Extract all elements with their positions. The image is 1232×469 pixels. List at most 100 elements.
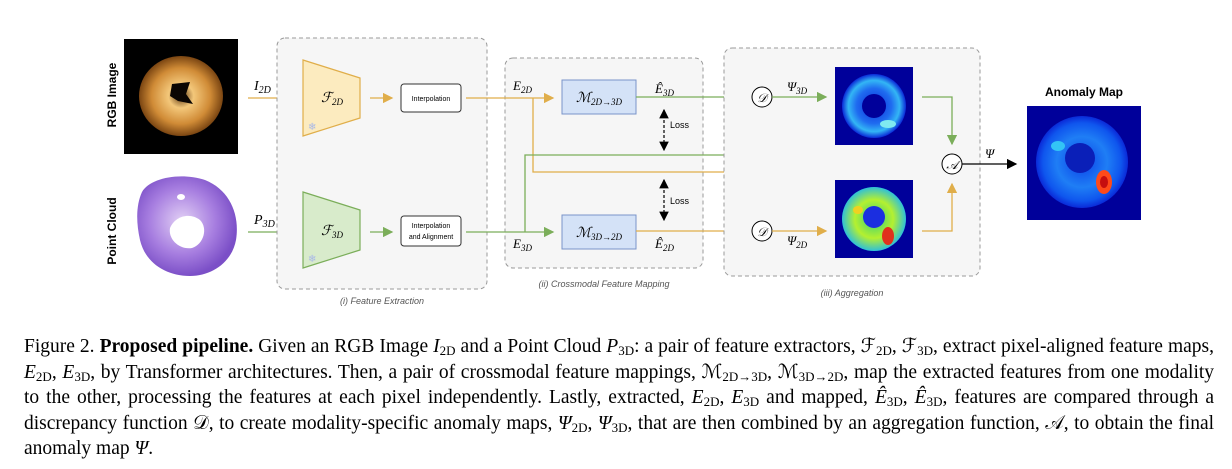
caption-math-sub: 3D xyxy=(611,420,628,435)
svg-text:E3D: E3D xyxy=(512,236,532,253)
input-pc-symbol: P xyxy=(253,213,263,228)
svg-text:Ê3D: Ê3D xyxy=(654,81,674,98)
caption-math: E xyxy=(691,387,704,408)
caption-math: Ψ xyxy=(597,413,612,434)
caption-text: and a Point Cloud xyxy=(460,336,602,357)
caption-text: Given an RGB Image xyxy=(258,336,429,357)
row-label-rgb: RGB Image xyxy=(105,62,119,127)
caption-math-sub: 3D xyxy=(917,343,934,358)
point-cloud-image xyxy=(137,176,237,276)
mapping-2d-to-3d-symbol: ℳ xyxy=(576,90,593,106)
input-rgb-sub: 2D xyxy=(259,85,272,96)
caption-math-sub: 3D→2D xyxy=(798,369,844,384)
caption-math-sub: 2D xyxy=(876,343,892,358)
psi-2d-sub: 2D xyxy=(796,240,808,250)
caption-math: Ψ xyxy=(557,413,572,434)
svg-text:Ψ2D: Ψ2D xyxy=(787,233,808,250)
svg-text:I2D: I2D xyxy=(253,79,272,96)
caption-text: , to obtain the final anomaly map xyxy=(24,413,1215,459)
aggregation-symbol: 𝒜 xyxy=(946,158,961,172)
section-crossmodal-mapping xyxy=(504,57,704,269)
extractor-2d-symbol: ℱ xyxy=(321,90,335,106)
psi-3d-symbol: Ψ xyxy=(787,79,798,94)
caption-math: ℳ xyxy=(777,360,799,383)
section-aggregation xyxy=(723,47,981,277)
caption-text: . xyxy=(148,438,154,459)
pipeline-diagram: RGB Image Point Cloud I2D P3D (i) Featur… xyxy=(105,37,1141,306)
caption-math-sub: 2D xyxy=(571,420,588,435)
caption-math-sub: 3D xyxy=(886,394,903,409)
caption-math-sub: 2D xyxy=(439,343,456,358)
svg-text:ℱ3D: ℱ3D xyxy=(321,223,344,240)
caption-math: 𝒜 xyxy=(1045,411,1064,434)
figure-caption: Figure 2. Proposed pipeline. Given an RG… xyxy=(24,334,1215,459)
psi-2d-symbol: Ψ xyxy=(787,233,798,248)
caption-math: E xyxy=(731,387,744,408)
discrepancy-symbol-top: 𝒟 xyxy=(757,91,769,105)
interpolation-alignment-label-2: and Alignment xyxy=(409,234,453,241)
feature-e3d-sub: 3D xyxy=(520,243,533,253)
mapping-2d-to-3d-sub: 2D→3D xyxy=(591,97,622,107)
caption-text: , to create modality-specific anomaly ma… xyxy=(208,413,553,434)
input-rgb-symbol: I xyxy=(253,79,260,94)
interpolation-alignment-box xyxy=(400,215,462,247)
loss-label-top: Loss xyxy=(670,120,690,130)
caption-text: , by Transformer architectures. Then, a … xyxy=(90,362,696,383)
interpolation-label: Interpolation xyxy=(412,96,451,103)
svg-text:P3D: P3D xyxy=(253,213,276,230)
caption-text: , map the extracted features from one mo… xyxy=(24,362,1215,408)
caption-text: , that are then combined by an aggregati… xyxy=(627,413,1040,434)
mapping-3d-to-2d-symbol: ℳ xyxy=(576,225,593,241)
caption-text: , extract pixel-aligned feature maps, xyxy=(933,336,1215,357)
rgb-image xyxy=(124,39,238,154)
anomaly-map-2d xyxy=(835,180,913,258)
caption-math: Ê xyxy=(914,387,927,408)
caption-math-sub: 2D xyxy=(703,394,720,409)
extractor-2d xyxy=(302,59,361,137)
caption-label: Figure 2. xyxy=(24,336,95,357)
extractor-3d xyxy=(302,191,361,269)
caption-math: I xyxy=(433,336,440,357)
interpolation-box xyxy=(400,83,462,113)
caption-math-sub: 2D xyxy=(35,369,52,384)
caption-title: Proposed pipeline. xyxy=(99,336,254,357)
feature-e2d-sub: 2D xyxy=(521,85,533,95)
feature-e3d: E xyxy=(512,236,521,251)
caption-math-sub: 3D xyxy=(74,369,91,384)
snowflake-icon: ❄ xyxy=(308,122,316,133)
caption-math: Ê xyxy=(874,387,887,408)
section-label-mapping: (ii) Crossmodal Feature Mapping xyxy=(538,279,669,289)
mapping-3d-to-2d-sub: 3D→2D xyxy=(590,232,622,242)
caption-math: E xyxy=(62,362,75,383)
svg-text:Ψ3D: Ψ3D xyxy=(787,79,808,96)
caption-math-sub: 3D xyxy=(618,343,635,358)
input-pc-sub: 3D xyxy=(262,219,276,230)
mapping-3d-to-2d-box xyxy=(561,214,637,250)
anomaly-map-3d xyxy=(835,67,913,145)
caption-math: Ψ xyxy=(134,438,149,459)
caption-math: ℱ xyxy=(860,334,876,357)
caption-math: P xyxy=(606,336,619,357)
feature-e2d-hat-sub: 2D xyxy=(663,243,675,253)
extractor-3d-symbol: ℱ xyxy=(321,223,335,239)
extractor-2d-sub: 2D xyxy=(332,97,344,107)
caption-text: : a pair of feature extractors, xyxy=(634,336,856,357)
snowflake-icon: ❄ xyxy=(308,254,316,265)
caption-math: 𝒟 xyxy=(193,411,209,434)
caption-text: and mapped, xyxy=(766,387,868,408)
caption-math: E xyxy=(24,362,36,383)
svg-text:E2D: E2D xyxy=(512,78,532,95)
caption-math: ℱ xyxy=(901,334,918,357)
svg-text:Ê2D: Ê2D xyxy=(654,236,674,253)
svg-text:ℳ3D→2D: ℳ3D→2D xyxy=(576,225,622,242)
mapping-2d-to-3d-box xyxy=(561,79,637,115)
section-label-extraction: (i) Feature Extraction xyxy=(340,296,424,306)
pipeline-figure: RGB Image Point Cloud I2D P3D (i) Featur… xyxy=(105,37,1141,306)
row-label-point-cloud: Point Cloud xyxy=(105,197,119,264)
caption-math: ℳ xyxy=(701,360,723,383)
caption-math-sub: 3D xyxy=(926,394,943,409)
caption-math-sub: 3D xyxy=(743,394,760,409)
section-label-aggregation: (iii) Aggregation xyxy=(821,288,884,298)
interpolation-alignment-label-1: Interpolation xyxy=(412,223,451,230)
final-anomaly-map xyxy=(1027,106,1141,220)
